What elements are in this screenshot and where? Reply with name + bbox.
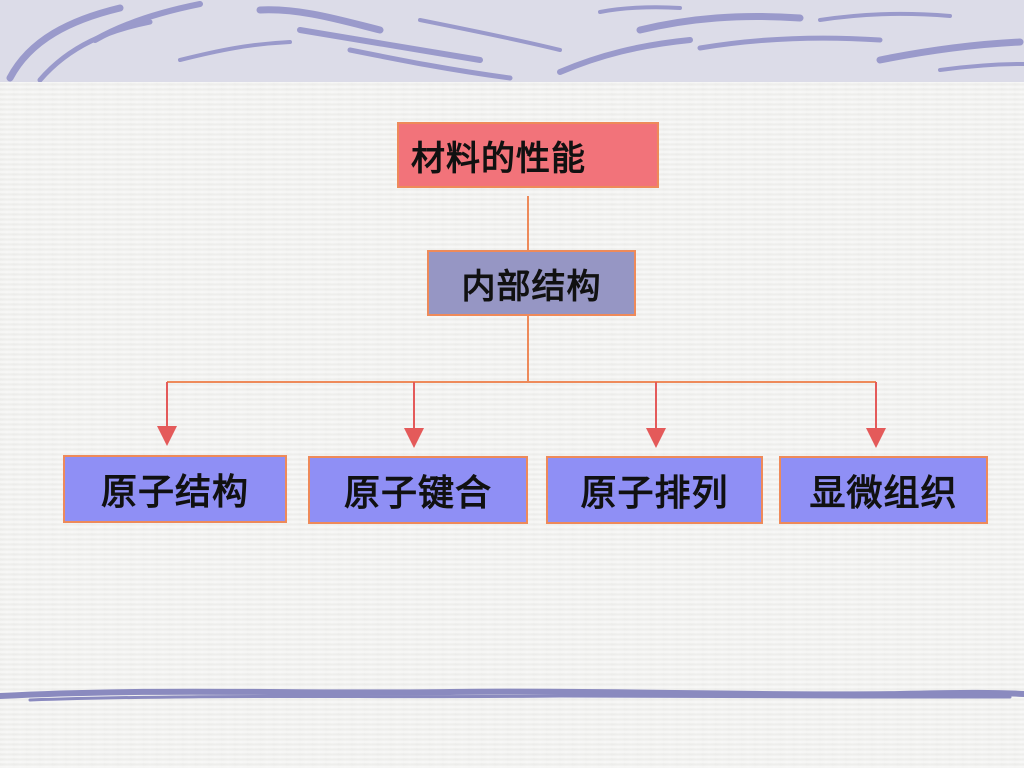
leaf-node-atomic-structure: 原子结构 bbox=[63, 455, 287, 523]
swirl-decoration-top bbox=[6, 1, 1024, 82]
leaf-node-atomic-arrangement: 原子排列 bbox=[546, 456, 763, 524]
bottom-decorative-line bbox=[0, 680, 1024, 710]
leaf-node-label: 显微组织 bbox=[809, 473, 958, 514]
leaf-node-atomic-bonding: 原子键合 bbox=[308, 456, 528, 524]
top-decorative-band bbox=[0, 0, 1024, 82]
leaf-node-microstructure: 显微组织 bbox=[779, 456, 988, 524]
leaf-node-label: 原子键合 bbox=[343, 473, 492, 514]
middle-node: 内部结构 bbox=[427, 250, 636, 316]
middle-node-label: 内部结构 bbox=[461, 266, 602, 307]
root-node: 材料的性能 bbox=[397, 122, 659, 188]
swirl-decoration-bottom bbox=[0, 688, 1024, 702]
root-node-label: 材料的性能 bbox=[411, 138, 586, 179]
leaf-node-label: 原子排列 bbox=[580, 473, 729, 514]
leaf-node-label: 原子结构 bbox=[100, 472, 249, 513]
